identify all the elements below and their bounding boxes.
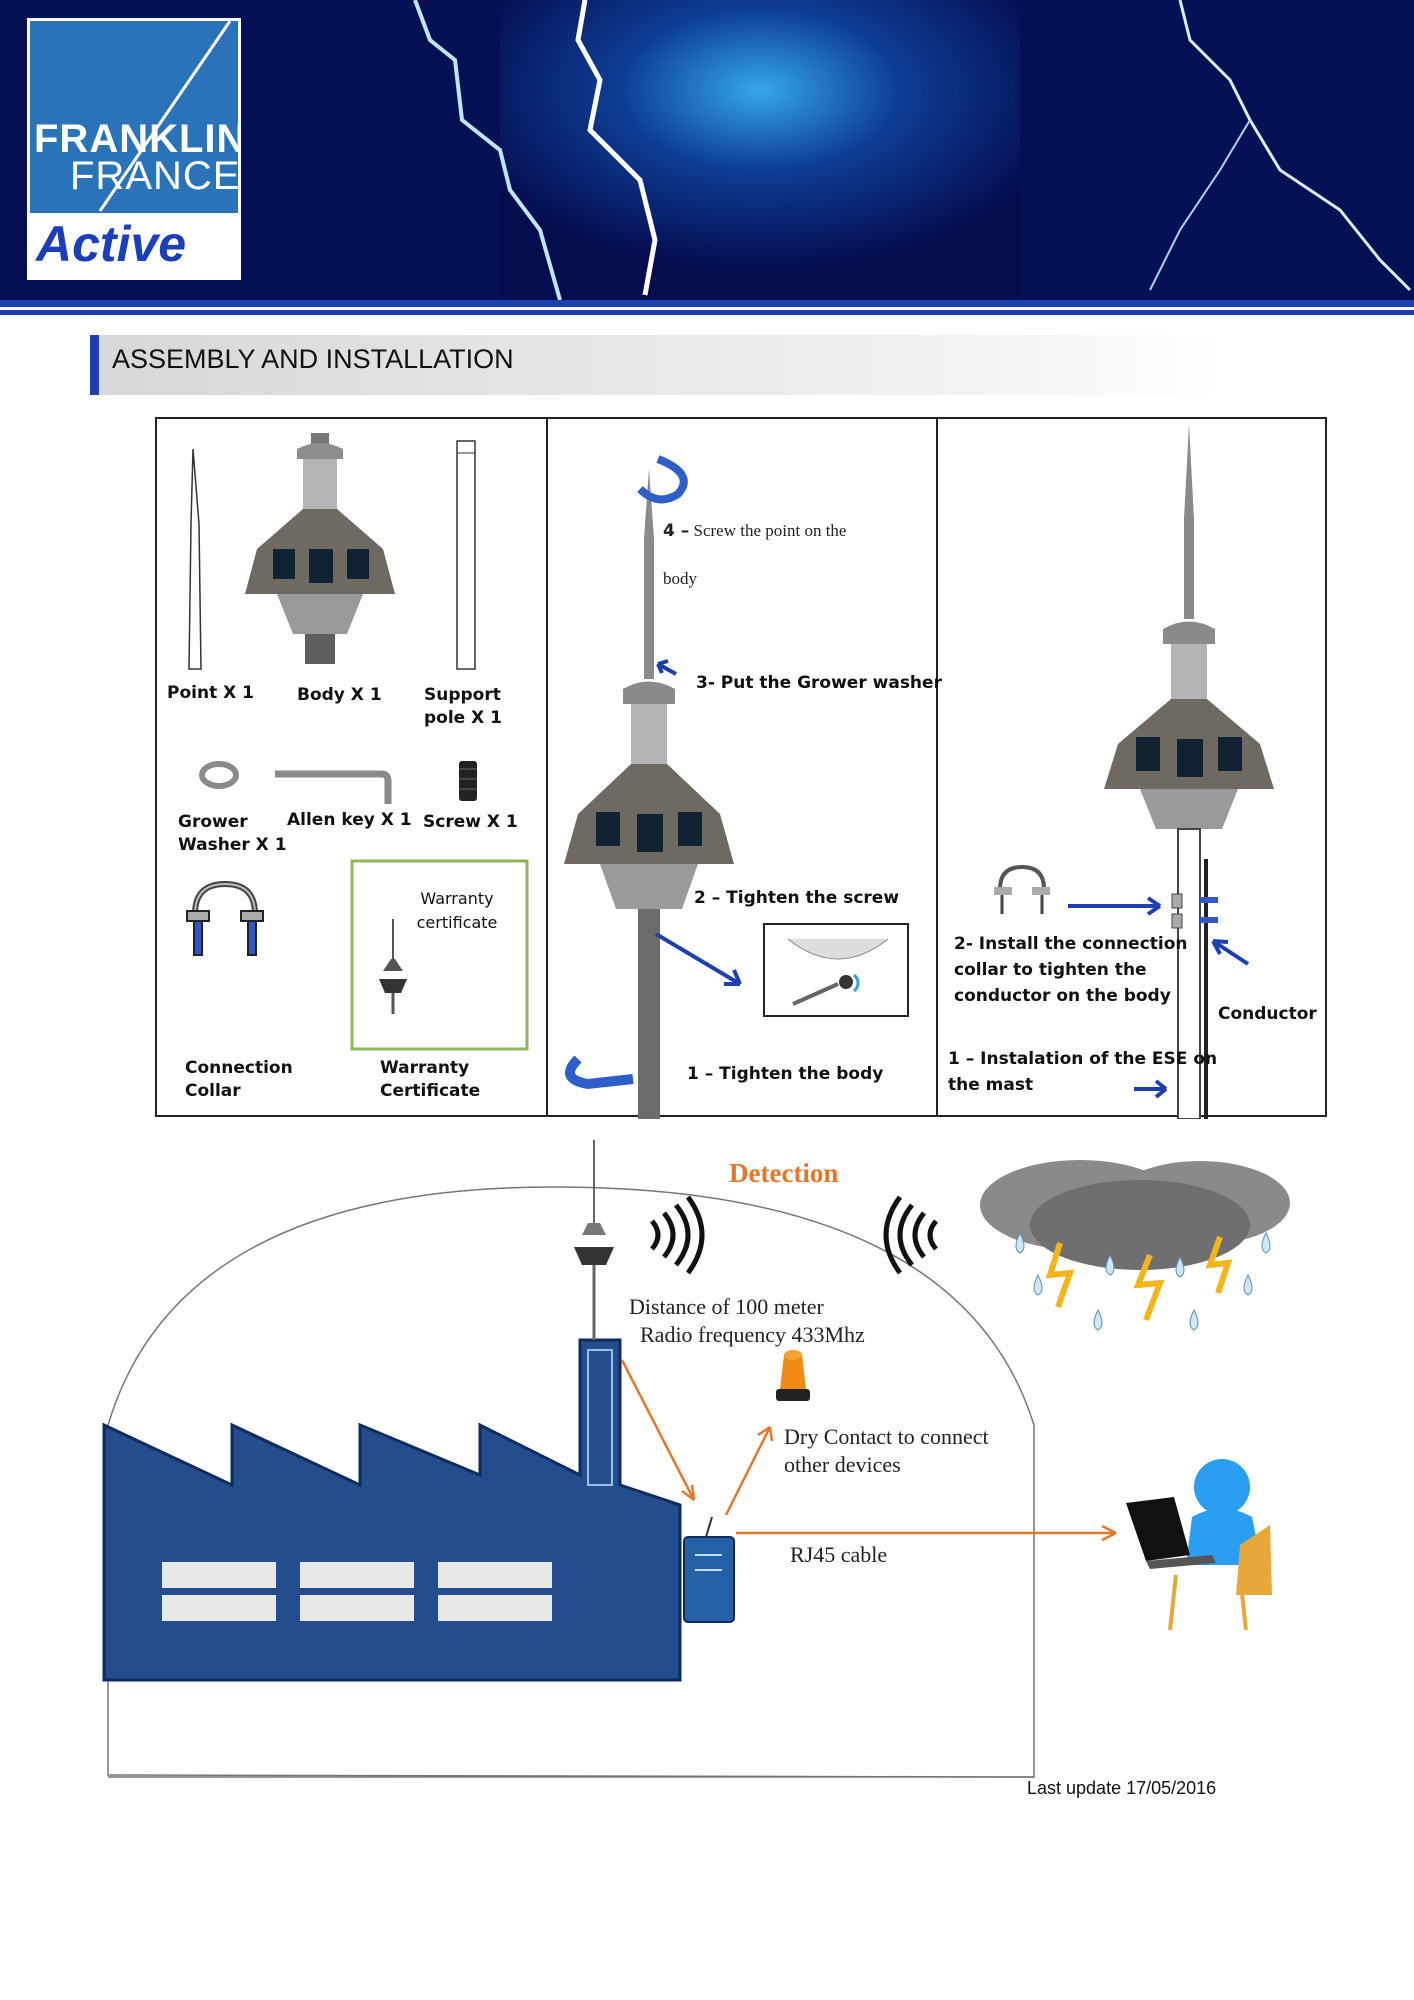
label-support-pole-1: Support: [424, 685, 501, 705]
label-allen-key: Allen key X 1: [287, 810, 412, 830]
column-divider: [936, 419, 938, 1115]
rod-point: [644, 469, 654, 679]
controller-box-icon: [683, 1536, 735, 1623]
detection-dome: [107, 1186, 1035, 1778]
allen-key-icon: [275, 770, 392, 804]
collar-icon: [998, 864, 1046, 890]
label-body: Body X 1: [297, 685, 382, 705]
label-connection-1: Connection: [185, 1058, 293, 1078]
install-step2-1: 2- Install the connection: [954, 934, 1188, 954]
label-warranty-2: Certificate: [380, 1081, 481, 1101]
warning-beacon-icon: [776, 1350, 810, 1401]
small-rod-icon: [379, 919, 407, 1014]
step2-label: 2 – Tighten the screw: [694, 888, 900, 908]
lightning-rod-icon: [574, 1140, 614, 1340]
label-connection-2: Collar: [185, 1081, 241, 1101]
logo-active-panel: Active: [30, 213, 238, 277]
label-grower-2: Washer X 1: [178, 835, 287, 855]
rotate-arrow-icon: [637, 455, 688, 504]
label-support-pole-2: pole X 1: [424, 708, 502, 728]
section-accent-bar: [90, 335, 99, 395]
logo-line-franklin: FRANKLIN: [34, 117, 241, 161]
warranty-box-line-1: Warranty: [420, 889, 494, 908]
label-warranty-1: Warranty: [380, 1058, 470, 1078]
step4-text-1: Screw the point on the: [693, 521, 847, 540]
lightning-rod-body-icon: [245, 433, 395, 664]
dry-contact-line-2: other devices: [784, 1452, 901, 1477]
logo-line-france: FRANCE: [70, 154, 241, 198]
section-heading: ASSEMBLY AND INSTALLATION: [90, 335, 1220, 395]
column-divider: [546, 419, 548, 1115]
point-icon: [188, 448, 202, 670]
wireless-signal-icon: [650, 1195, 705, 1275]
assembly-illustration: [564, 455, 909, 1119]
label-point: Point X 1: [167, 683, 254, 703]
last-update: Last update 17/05/2016: [1027, 1778, 1217, 1798]
rj45-label: RJ45 cable: [790, 1542, 888, 1567]
install-step1-2: the mast: [948, 1075, 1034, 1095]
warranty-box: [350, 859, 529, 1051]
screw-icon: [459, 761, 477, 801]
connection-collar-icon: [186, 880, 264, 956]
wireless-signal-icon: [883, 1195, 938, 1275]
dry-contact-line-1: Dry Contact to connect: [784, 1424, 989, 1449]
parts-illustrations: [186, 433, 529, 1051]
arrow-icon: [1211, 939, 1250, 966]
label-screw: Screw X 1: [423, 812, 518, 832]
step4-line-2: body: [663, 569, 697, 588]
franklin-france-logo: FRANKLIN FRANCE Active: [27, 18, 241, 280]
support-pole-icon: [456, 440, 476, 670]
logo-stroke-icon: [98, 21, 232, 212]
factory-icon: [102, 1338, 682, 1682]
user-laptop-icon: [1126, 1459, 1272, 1631]
step4-prefix: 4 –: [663, 521, 690, 541]
storm-cloud-icon: [980, 1160, 1290, 1331]
detection-label: Detection: [729, 1158, 839, 1188]
label-grower-1: Grower: [178, 812, 248, 832]
installation-illustration: [994, 424, 1274, 1119]
step1-label: 1 – Tighten the body: [687, 1064, 884, 1084]
screw-detail-box: [763, 923, 909, 1017]
arrow-icon: [657, 662, 677, 676]
install-step2-3: conductor on the body: [954, 986, 1171, 1006]
detection-diagram: [102, 1140, 1290, 1778]
header-banner: FRANKLIN FRANCE Active: [0, 0, 1414, 315]
install-step2-2: collar to tighten the: [954, 960, 1147, 980]
arrow-icon: [654, 932, 742, 986]
logo-active: Active: [36, 216, 187, 272]
conductor-label: Conductor: [1218, 1004, 1317, 1024]
assembly-table: Point X 1 Body X 1 Support pole X 1 Grow…: [155, 417, 1327, 1119]
install-step1-1: 1 – Instalation of the ESE on: [948, 1049, 1218, 1069]
section-title: ASSEMBLY AND INSTALLATION: [112, 344, 514, 374]
distance-label: Distance of 100 meter: [629, 1294, 824, 1319]
warranty-box-line-2: certificate: [416, 913, 498, 932]
grower-washer-icon: [199, 761, 239, 789]
step4-line-1: 4 – Screw the point on the: [663, 521, 846, 541]
rotate-arrow-icon: [565, 1055, 634, 1090]
step3-label: 3- Put the Grower washer: [696, 673, 942, 693]
signal-arrows: [620, 1359, 1117, 1542]
radio-label: Radio frequency 433Mhz: [640, 1322, 865, 1347]
